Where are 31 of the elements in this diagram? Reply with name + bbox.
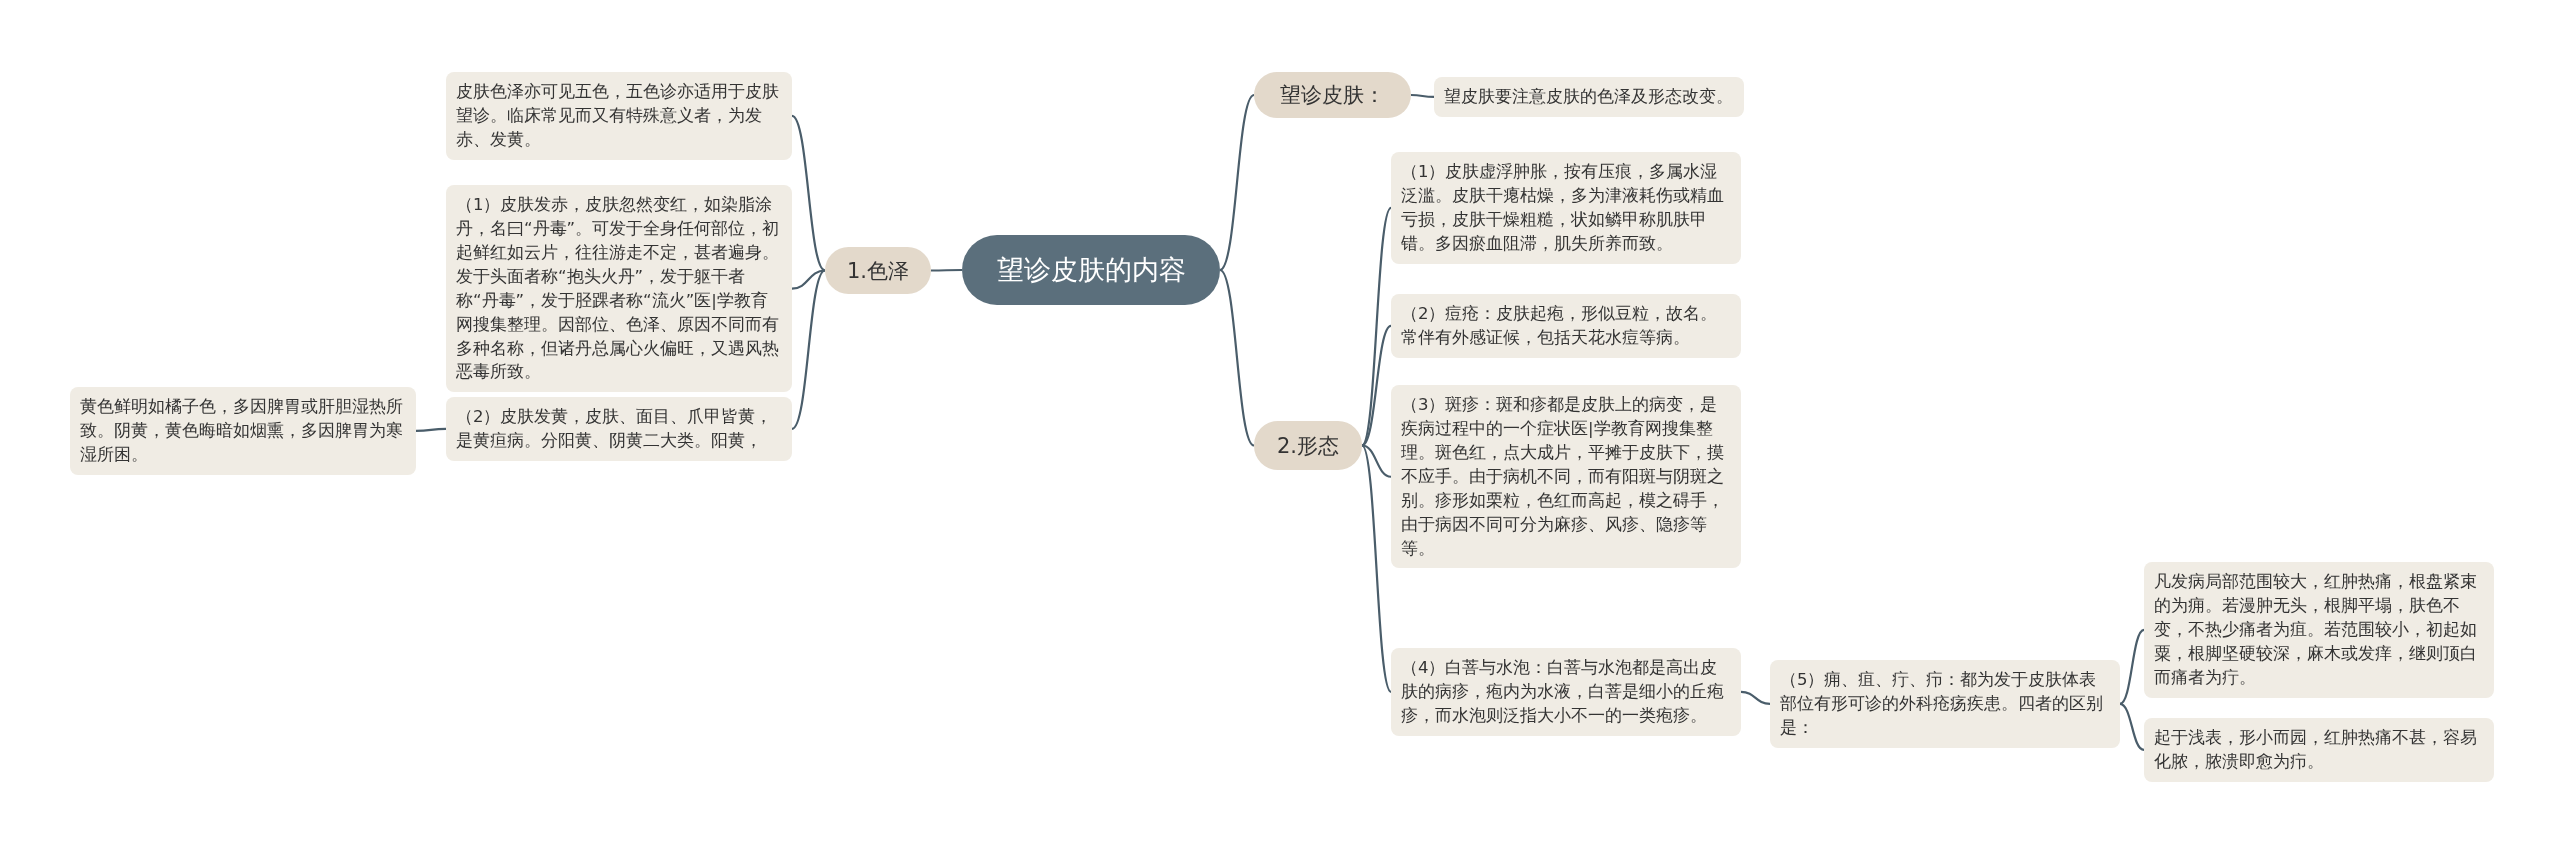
note-card: （2）痘疮：皮肤起疱，形似豆粒，故名。常伴有外感证候，包括天花水痘等病。 — [1391, 294, 1741, 358]
connector-line — [791, 269, 826, 290]
topic-pill: 望诊皮肤： — [1254, 72, 1411, 118]
note-card: 皮肤色泽亦可见五色，五色诊亦适用于皮肤望诊。临床常见而又有特殊意义者，为发赤、发黄。 — [446, 72, 792, 160]
connector-line — [1411, 93, 1434, 99]
connector-line — [2119, 628, 2145, 705]
note-card: 起于浅表，形小而园，红肿热痛不甚，容易化脓，脓溃即愈为疖。 — [2144, 718, 2494, 782]
connector-line — [791, 115, 826, 272]
connector-line — [1361, 207, 1392, 447]
connector-line — [1361, 444, 1392, 693]
topic-pill: 2.形态 — [1254, 421, 1362, 470]
topic-pill: 1.色泽 — [825, 247, 931, 294]
note-card: （1）皮肤虚浮肿胀，按有压痕，多属水湿泛滥。皮肤干瘪枯燥，多为津液耗伤或精血亏损，皮肤干燥粗糙，状如鳞甲称肌肤甲错。多因瘀血阻滞，肌失所养而致。 — [1391, 152, 1741, 264]
connector-line — [416, 427, 446, 432]
connector-line — [1740, 690, 1771, 705]
note-card: 黄色鲜明如橘子色，多因脾胃或肝胆湿热所致。阴黄，黄色晦暗如烟熏，多因脾胃为寒湿所困。 — [70, 387, 416, 475]
note-card: （2）皮肤发黄，皮肤、面目、爪甲皆黄，是黄疸病。分阳黄、阴黄二大类。阳黄， — [446, 397, 792, 461]
connector-line — [1219, 269, 1255, 447]
connector-line — [2119, 702, 2145, 751]
connector-line — [1361, 444, 1392, 478]
note-card: （4）白菩与水泡：白菩与水泡都是高出皮肤的病疹，疱内为水液，白菩是细小的丘疱疹，而水泡则泛指大小不一的一类疱疹。 — [1391, 648, 1741, 736]
note-card: 凡发病局部范围较大，红肿热痛，根盘紧束的为痈。若漫肿无头，根脚平塌，肤色不变，不热少痛者为疽。若范围较小，初起如粟，根脚坚硬较深，麻木或发痒，继则顶白而痛者为疔。 — [2144, 562, 2494, 698]
connector-line — [931, 268, 962, 272]
note-card: （3）斑疹：斑和疹都是皮肤上的病变，是疾病过程中的一个症状医|学教育网搜集整理。斑色红，点大成片，平摊于皮肤下，摸不应手。由于病机不同，而有阳斑与阴斑之别。疹形如栗粒，色红而高起，模之碍手，由于病因不同可分为麻疹、风疹、隐疹等等。 — [1391, 385, 1741, 569]
connector-line — [1219, 94, 1255, 271]
connector-line — [791, 269, 826, 430]
central-topic: 望诊皮肤的内容 — [962, 235, 1220, 305]
note-card: （5）痈、疽、疔、疖：都为发于皮肤体表部位有形可诊的外科疮疡疾患。四者的区别是： — [1770, 660, 2120, 748]
note-card: （1）皮肤发赤，皮肤忽然变红，如染脂涂丹，名曰“丹毒”。可发于全身任何部位，初起鲜红如云片，往往游走不定，甚者遍身。发于头面者称“抱头火丹”，发于躯干者称“丹毒”，发于胫踝者称“流火”医|学教育网搜集整理。因部位、色泽、原因不同而有多种名称，但诸丹总属心火偏旺，又遇风热恶毒所致。 — [446, 185, 792, 393]
connector-line — [1361, 325, 1392, 447]
note-card: 望皮肤要注意皮肤的色泽及形态改变。 — [1434, 77, 1744, 117]
